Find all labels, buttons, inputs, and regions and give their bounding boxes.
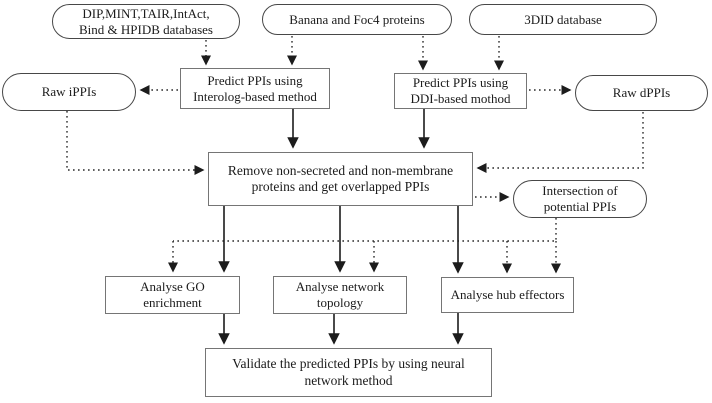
node-3did-database: 3DID database	[469, 4, 657, 35]
dotted-edges	[66, 36, 644, 274]
node-3did-label: 3DID database	[524, 11, 602, 27]
node-predict-interolog-label: Predict PPIs using Interolog-based metho…	[193, 72, 317, 104]
node-dip-databases-label: DIP,MINT,TAIR,IntAct, Bind & HPIDB datab…	[79, 5, 213, 37]
node-intersection-potential-ppis: Intersection of potential PPIs	[513, 180, 647, 218]
node-predict-ddi-label: Predict PPIs using DDI-based mothod	[410, 75, 511, 106]
node-analyse-network-label: Analyse network topology	[295, 279, 385, 310]
node-dip-databases: DIP,MINT,TAIR,IntAct, Bind & HPIDB datab…	[52, 4, 240, 39]
node-raw-dppis: Raw dPPIs	[575, 75, 708, 111]
node-analyse-hub: Analyse hub effectors	[441, 277, 574, 313]
node-intersection-label: Intersection of potential PPIs	[542, 183, 618, 214]
node-analyse-hub-label: Analyse hub effectors	[450, 287, 565, 303]
node-remove-overlap-label: Remove non-secreted and non-membrane pro…	[227, 162, 454, 194]
edge-rawdppis-to-remove	[476, 112, 644, 174]
node-analyse-go: Analyse GO enrichment	[105, 276, 240, 314]
node-raw-ippis-label: Raw iPPIs	[41, 84, 97, 100]
node-predict-ddi: Predict PPIs using DDI-based mothod	[394, 73, 527, 109]
edge-intersection-trunk	[173, 218, 557, 242]
node-validate-neural-network: Validate the predicted PPIs by using neu…	[205, 348, 492, 397]
node-predict-interolog: Predict PPIs using Interolog-based metho…	[180, 68, 330, 109]
node-validate-label: Validate the predicted PPIs by using neu…	[232, 356, 465, 388]
node-raw-dppis-label: Raw dPPIs	[612, 85, 671, 101]
node-raw-ippis: Raw iPPIs	[2, 73, 136, 111]
solid-edges	[218, 109, 464, 345]
node-banana-foc4-label: Banana and Foc4 proteins	[289, 11, 425, 27]
node-analyse-network: Analyse network topology	[273, 276, 407, 314]
node-remove-overlap: Remove non-secreted and non-membrane pro…	[208, 152, 473, 206]
node-analyse-go-label: Analyse GO enrichment	[140, 279, 205, 310]
edge-rawippis-to-remove	[66, 111, 205, 176]
node-banana-foc4-proteins: Banana and Foc4 proteins	[262, 4, 452, 35]
